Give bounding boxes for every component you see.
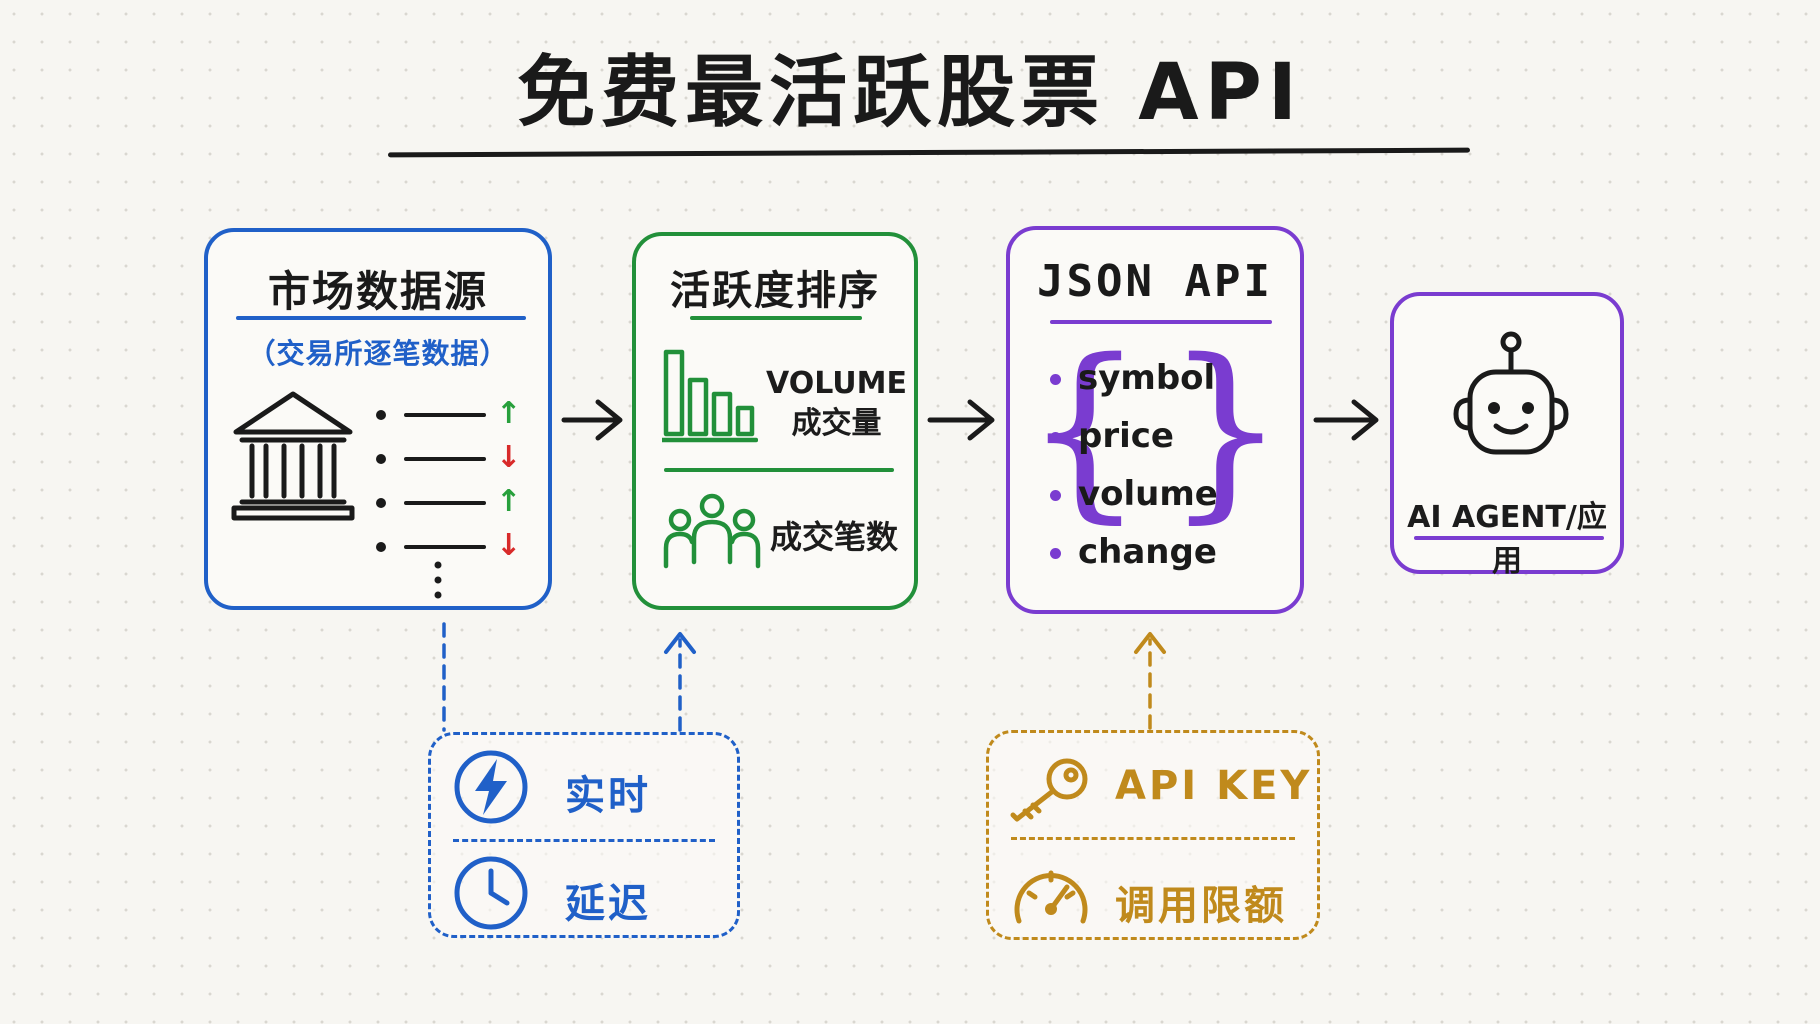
agent-label: AI AGENT/应用 <box>1407 500 1607 579</box>
arrow-ranking-to-json <box>927 399 995 441</box>
page-title: 免费最活跃股票 API <box>517 48 1303 138</box>
arrow-source-to-ranking <box>561 399 623 441</box>
market-data-source-card: 市场数据源 （交易所逐笔数据） ↑ ↓ ↑ ↓ <box>204 228 552 610</box>
list-bullet <box>376 454 386 464</box>
arrow-up-icon: ↑ <box>496 484 522 519</box>
activity-ranking-card: 活跃度排序 VOLUME 成交量 成交笔数 <box>632 232 918 610</box>
source-title-underline <box>236 316 526 320</box>
trade-count-label: 成交笔数 <box>770 518 899 556</box>
list-line <box>404 545 486 549</box>
list-line <box>404 457 486 461</box>
field-bullet <box>1050 548 1061 559</box>
auth-limits-box: API KEY 调用限额 <box>986 730 1320 940</box>
source-subtitle: （交易所逐笔数据） <box>247 337 509 370</box>
list-item: ↓ <box>376 528 526 563</box>
field-name: volume <box>1078 474 1218 514</box>
data-mode-box: 实时 延迟 <box>428 732 740 938</box>
gauge-icon <box>1014 870 1088 924</box>
list-line <box>404 413 486 417</box>
field-name: change <box>1078 532 1217 572</box>
rate-limit-label: 调用限额 <box>1115 883 1287 929</box>
mode-divider <box>453 839 715 842</box>
arrow-down-icon: ↓ <box>496 440 522 475</box>
field-bullet <box>1050 490 1061 501</box>
dashed-arrowhead-json <box>1134 632 1166 654</box>
ranking-divider <box>664 468 894 472</box>
realtime-label: 实时 <box>565 773 651 819</box>
json-field-item: change <box>1050 532 1217 572</box>
people-icon <box>663 493 761 569</box>
agent-underline <box>1414 536 1604 540</box>
field-name: price <box>1078 416 1174 456</box>
json-api-card: JSON API { } symbol price volume change <box>1006 226 1304 614</box>
json-field-item: price <box>1050 416 1174 456</box>
ai-agent-card: AI AGENT/应用 <box>1390 292 1624 579</box>
list-bullet <box>376 498 386 508</box>
json-field-item: volume <box>1050 474 1218 514</box>
dashed-arrowhead-ranking <box>664 632 696 654</box>
json-field-item: symbol <box>1050 358 1216 398</box>
arrow-down-icon: ↓ <box>496 528 522 563</box>
bar-chart-icon <box>662 349 758 443</box>
field-bullet <box>1050 432 1061 443</box>
list-item: ↑ <box>376 396 526 431</box>
list-item: ↑ <box>376 484 526 519</box>
json-api-title: JSON API <box>1037 256 1273 307</box>
bank-icon <box>231 391 355 521</box>
json-api-title-underline <box>1050 320 1272 324</box>
ranking-title-underline <box>690 316 862 320</box>
arrow-up-icon: ↑ <box>496 396 522 431</box>
delayed-label: 延迟 <box>565 881 651 927</box>
field-name: symbol <box>1078 358 1216 398</box>
list-bullet <box>376 410 386 420</box>
right-brace-icon: } <box>1165 319 1286 540</box>
volume-label-zh: 成交量 <box>791 406 882 441</box>
auth-divider <box>1011 837 1295 840</box>
left-brace-icon: { <box>1024 319 1145 540</box>
api-key-label: API KEY <box>1115 763 1313 809</box>
key-icon <box>1010 758 1088 822</box>
list-bullet <box>376 542 386 552</box>
source-title: 市场数据源 <box>267 267 488 316</box>
volume-label-en: VOLUME <box>766 366 907 401</box>
field-bullet <box>1050 374 1061 385</box>
ranking-title: 活跃度排序 <box>670 268 880 314</box>
lightning-icon <box>454 750 528 824</box>
more-dots-icon <box>434 561 442 599</box>
list-line <box>404 501 486 505</box>
volume-label: VOLUME 成交量 <box>766 364 907 444</box>
arrow-json-to-agent <box>1313 399 1379 441</box>
list-item: ↓ <box>376 440 526 475</box>
clock-icon <box>454 856 528 930</box>
robot-icon <box>1453 331 1569 455</box>
